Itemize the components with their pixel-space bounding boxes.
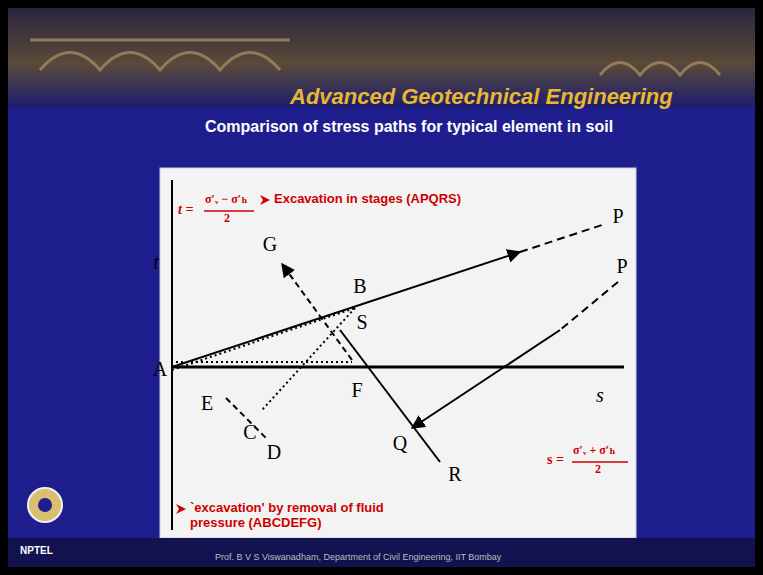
bullet-note: Excavation in stages (APQRS)	[274, 192, 461, 207]
point-label: C	[243, 421, 256, 444]
path-ap	[172, 252, 520, 367]
formula-denominator: 2	[224, 212, 230, 226]
point-label: A	[153, 358, 167, 381]
formula-denominator: 2	[595, 463, 601, 477]
nptel-logo	[28, 488, 62, 522]
slide-title: Comparison of stress paths for typical e…	[205, 118, 613, 136]
point-label: S	[356, 311, 367, 334]
formula-lhs: t =	[178, 202, 193, 218]
nptel-logo-core	[38, 498, 52, 512]
t-axis	[171, 180, 173, 530]
bridge-arches	[30, 40, 720, 75]
point-label: F	[351, 379, 362, 402]
point-label: Q	[393, 432, 407, 455]
formula-numerator: σ′ᵥ + σ′ₕ	[573, 444, 616, 458]
footer-band	[8, 538, 755, 567]
path-ap-dashed	[520, 224, 605, 252]
s-axis	[172, 366, 624, 369]
axis-label: s	[596, 384, 604, 407]
bullet-note: `excavation' by removal of fluid pressur…	[190, 501, 440, 531]
path-fg	[282, 264, 352, 360]
axis-label: t	[153, 251, 159, 274]
point-label: P	[616, 255, 627, 278]
logo-text: NPTEL	[20, 545, 53, 557]
banner-heading: Advanced Geotechnical Engineering	[290, 84, 673, 109]
point-label: D	[267, 441, 281, 464]
footer-credit: Prof. B V S Viswanadham, Department of C…	[215, 552, 501, 562]
point-label: R	[448, 463, 461, 486]
slide-ground	[8, 8, 755, 567]
path-sr	[340, 330, 440, 462]
path-ef	[176, 361, 352, 363]
path-bc	[262, 308, 355, 410]
path-pq	[412, 330, 560, 428]
formula-numerator: σ′ᵥ − σ′ₕ	[205, 193, 248, 207]
bullet-arrow	[176, 504, 186, 514]
formula-lhs: s =	[547, 452, 564, 468]
point-label: B	[353, 275, 366, 298]
path-pq-dashed	[560, 282, 618, 330]
bullet-arrow	[260, 195, 270, 205]
plot-panel	[160, 168, 636, 538]
point-label: E	[201, 392, 213, 415]
point-label: P	[612, 205, 623, 228]
point-label: G	[263, 233, 277, 256]
